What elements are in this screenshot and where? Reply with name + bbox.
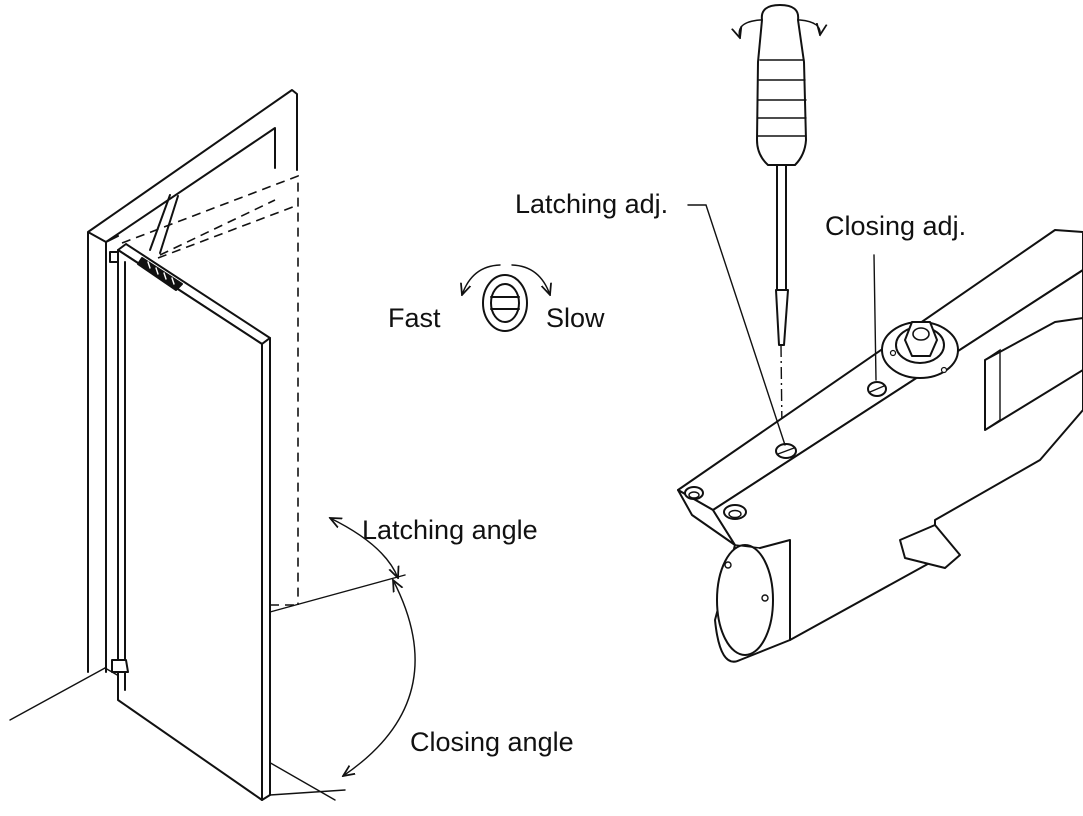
latching-angle-arc	[330, 518, 398, 578]
rotate-arrow-icon	[462, 264, 550, 295]
closing-angle-arc	[343, 580, 416, 776]
latching-angle-label: Latching angle	[362, 515, 538, 545]
screwdriver-icon	[739, 4, 820, 521]
closer-arm	[149, 194, 179, 254]
closing-adj-leader	[873, 254, 877, 381]
floor-line-left	[9, 667, 106, 721]
bottom-hinge	[111, 659, 129, 673]
latching-extension-line	[269, 574, 406, 613]
door-closer-icon	[677, 229, 1083, 663]
fast-label: Fast	[388, 303, 441, 333]
closing-adj-label: Closing adj.	[825, 211, 966, 241]
closer-arm-ghost-2	[159, 199, 276, 256]
latching-adj-leader	[687, 204, 786, 446]
closer-arm-ghost	[157, 204, 299, 259]
closing-extension-line	[269, 789, 346, 796]
door-icon	[9, 89, 416, 801]
slow-label: Slow	[546, 303, 605, 333]
adjustment-screw-icon	[482, 274, 528, 332]
closing-angle-label: Closing angle	[410, 727, 574, 757]
door-leaf-edge	[261, 337, 271, 801]
door-leaf-face	[117, 249, 263, 801]
door-frame	[87, 89, 298, 673]
latching-adj-label: Latching adj.	[515, 189, 668, 219]
